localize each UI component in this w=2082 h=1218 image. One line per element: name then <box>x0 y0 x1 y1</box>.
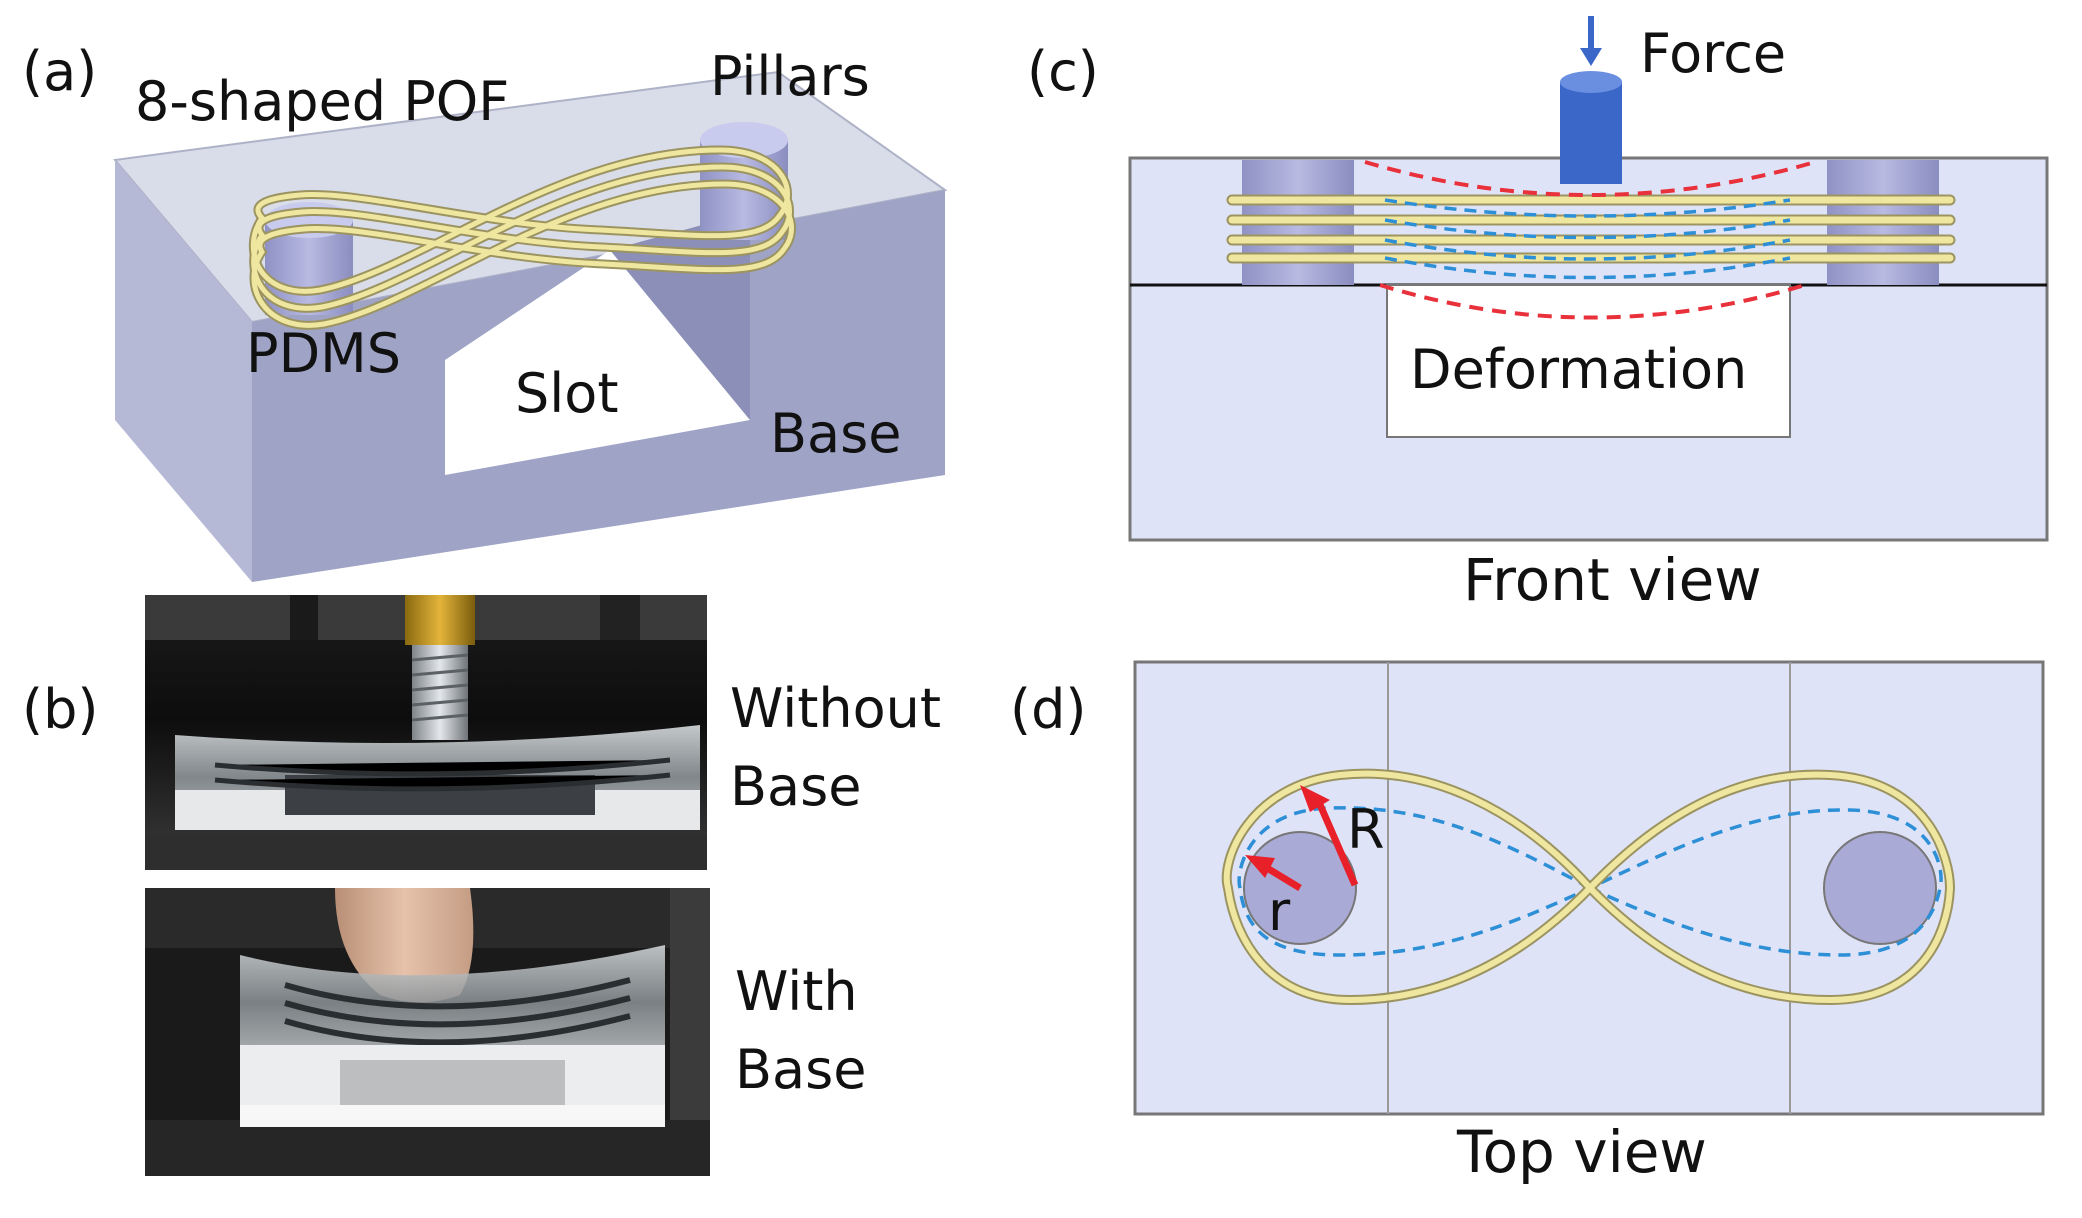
deformation-curves-red <box>1364 160 1816 320</box>
top-view-right-pillar <box>1823 831 1937 945</box>
force-actuator <box>1560 71 1622 184</box>
small-radius-label: r <box>1268 880 1291 943</box>
with-base-line1: With <box>735 960 858 1023</box>
front-view-fibers <box>1226 194 1956 264</box>
slot-opening <box>445 250 750 475</box>
panel-b: (b) Without Bas <box>22 595 941 1176</box>
panel-a-tag: (a) <box>22 40 97 103</box>
slot-label: Slot <box>515 362 619 425</box>
deformation-label: Deformation <box>1410 338 1747 401</box>
front-view-slot <box>1386 284 1791 438</box>
pof-label: 8-shaped POF <box>135 70 509 133</box>
force-label: Force <box>1640 22 1786 85</box>
top-view-figure-eight-fiber <box>1221 768 1956 1006</box>
top-view-caption: Top view <box>1456 1118 1707 1186</box>
panel-b-tag: (b) <box>22 678 98 741</box>
big-radius-label: R <box>1347 798 1385 861</box>
block-side-face <box>115 160 252 582</box>
pdms-label: PDMS <box>246 322 401 385</box>
with-base-line2: Base <box>735 1038 867 1101</box>
panel-c: (c) <box>1027 16 2049 614</box>
deformation-curves-blue <box>1384 198 1791 280</box>
base-label: Base <box>770 402 902 465</box>
without-base-line2: Base <box>730 755 862 818</box>
panel-d: (d) R r Top view <box>1010 660 2045 1186</box>
force-arrow-icon <box>1580 16 1602 66</box>
small-radius-arrow-icon <box>1245 855 1302 891</box>
panel-a: (a) <box>22 40 948 582</box>
photo-with-base <box>145 888 710 1176</box>
big-radius-arrow-icon <box>1300 785 1359 887</box>
pillars-label: Pillars <box>710 45 870 108</box>
panel-d-tag: (d) <box>1010 678 1086 741</box>
without-base-line1: Without <box>730 677 941 740</box>
front-view-caption: Front view <box>1463 546 1762 614</box>
figure-eight-fiber <box>248 145 796 330</box>
photo-without-base <box>145 595 707 870</box>
panel-c-tag: (c) <box>1027 40 1099 103</box>
